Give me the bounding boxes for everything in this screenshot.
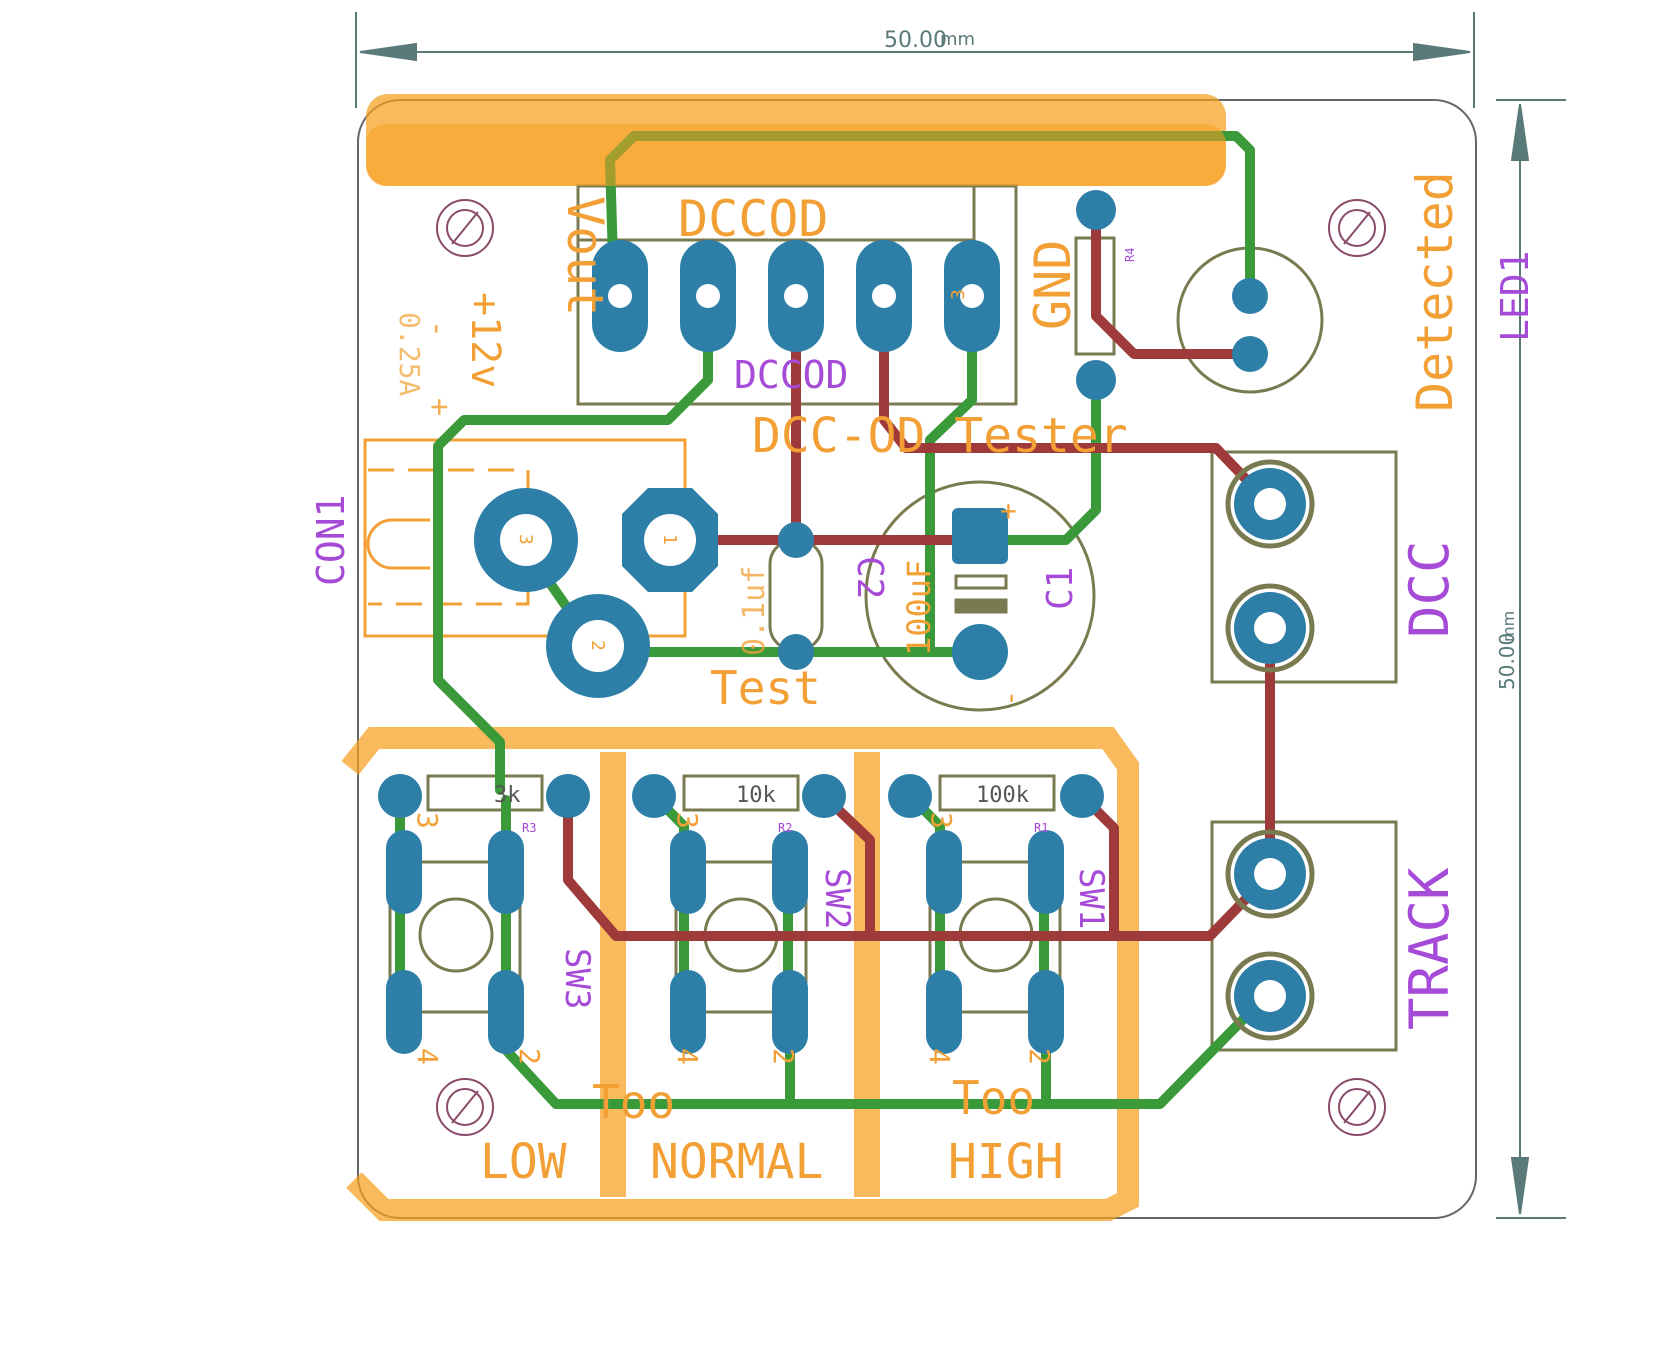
power-jack-name: CON1 (309, 494, 353, 586)
sw3-name: SW3 (557, 948, 597, 1009)
sw2-resistor-value: 10k (736, 783, 776, 808)
sw3-pin-4: 4 (411, 1048, 444, 1065)
track-terminal-label: TRACK (1398, 867, 1461, 1030)
c1-polarity-marks (954, 574, 1008, 614)
sw3-caption-top: Too (592, 1075, 675, 1129)
sw1-resistor-value: 100k (976, 783, 1029, 808)
sw3-resistor-value: 3k (494, 783, 521, 808)
height-dimension-unit: mm (1499, 611, 1518, 642)
sw2-pin-3: 3 (671, 812, 704, 829)
sw2-pin-2: 2 (767, 1048, 800, 1065)
mounting-holes (436, 199, 1386, 1136)
c2-name: C2 (849, 556, 890, 599)
width-dimension-unit: mm (940, 29, 975, 50)
c1-name: C1 (1040, 567, 1081, 610)
c1-minus: - (997, 690, 1030, 707)
dcc-terminal-label: DCC (1398, 540, 1461, 638)
width-dimension-value: 50.00 (884, 28, 947, 53)
led-label: Detected (1406, 171, 1464, 412)
sw2-caption: NORMAL (650, 1134, 823, 1190)
connector-pin-number: 3 (948, 289, 969, 300)
highlight-overlays (366, 124, 1226, 186)
c2-value: 0.1uf (737, 566, 772, 656)
current-label: 0.25A (393, 312, 426, 396)
sw3-caption: LOW (480, 1134, 567, 1190)
sw3-pin-2: 2 (513, 1048, 546, 1065)
sw2-name: SW2 (817, 868, 857, 929)
jack-pin-3: 3 (515, 534, 536, 545)
sw1-pin-3: 3 (925, 812, 958, 829)
terminal-rings (1225, 459, 1315, 1041)
sw2-pin-4: 4 (671, 1048, 704, 1065)
sw1-name: SW1 (1071, 868, 1111, 929)
sw1-resistor-name: R1 (1034, 821, 1048, 835)
height-dimension-value: 50.00 (1495, 633, 1519, 690)
connector-title: DCCOD (678, 190, 829, 248)
sw2-resistor-name: R2 (778, 821, 792, 835)
voltage-label: +12v (462, 292, 508, 388)
led-name: LED1 (1493, 250, 1537, 342)
gnd-label: GND (1024, 240, 1082, 330)
vout-label: Vout (556, 196, 614, 316)
polarity-minus: - (420, 320, 455, 338)
sw1-caption: HIGH (948, 1134, 1064, 1190)
c1-value: 100uF (900, 560, 938, 656)
sw3-resistor-name: R3 (522, 821, 536, 835)
sw1-pin-4: 4 (923, 1048, 956, 1065)
polarity-plus: + (422, 398, 457, 416)
dimension-height (1496, 99, 1566, 1219)
sw3-pin-3: 3 (411, 812, 444, 829)
dimension-width (355, 12, 1475, 108)
connector-name: DCCOD (734, 353, 848, 397)
board-title: DCC-OD Tester (752, 408, 1128, 464)
r4-name: R4 (1123, 248, 1137, 262)
jack-pin-2: 2 (587, 640, 608, 651)
test-label: Test (710, 661, 821, 715)
sw1-caption-top: Too (952, 1071, 1035, 1125)
pad-drills (500, 284, 1286, 1012)
sw1-pin-2: 2 (1023, 1048, 1056, 1065)
c1-plus: + (1000, 494, 1017, 527)
jack-pin-1: 1 (659, 534, 680, 545)
